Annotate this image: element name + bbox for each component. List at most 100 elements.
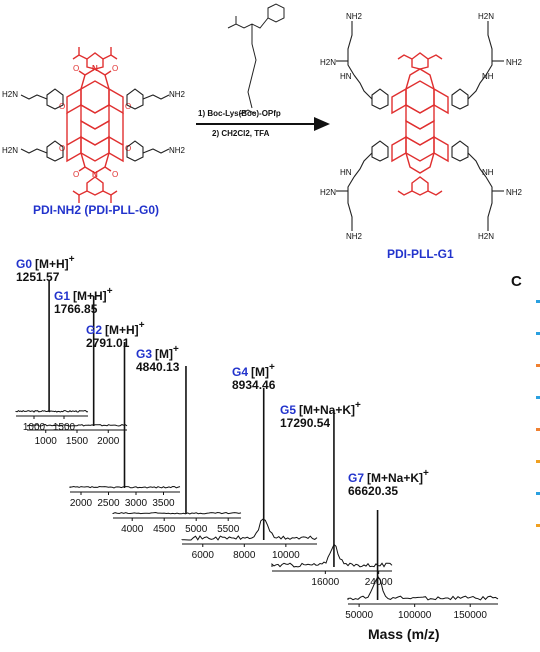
ion-charge: + <box>423 468 429 479</box>
tick-label: 50000 <box>345 610 373 621</box>
panel-c-marker <box>536 524 540 527</box>
svg-text:HN: HN <box>340 72 352 81</box>
tick-label: 5000 <box>185 524 208 535</box>
svg-text:H2N: H2N <box>478 232 494 241</box>
panel-c-markers <box>536 300 540 527</box>
product-molecule: HN NH HN NH H2N NH2 H2N NH2 NH2 H2N NH2 … <box>320 12 523 241</box>
tick-label: 2500 <box>97 498 120 509</box>
solvent-label: 2) CH2Cl2, TFA <box>212 129 270 138</box>
ion-type: [M] <box>155 347 173 361</box>
svg-text:H2N: H2N <box>2 146 18 155</box>
ion-charge: + <box>139 320 145 331</box>
reagent-structure <box>227 3 285 115</box>
ion-type: [M+Na+K] <box>367 471 423 485</box>
svg-text:NH: NH <box>482 168 494 177</box>
product-name: PDI-PLL-G1 <box>387 247 454 260</box>
tick-label: 1500 <box>66 436 89 447</box>
generation-name: G2 <box>86 323 102 337</box>
svg-text:NH2: NH2 <box>346 232 363 241</box>
peak-label: G0[M+H]+ <box>16 254 75 271</box>
ion-type: [M+Na+K] <box>299 403 355 417</box>
svg-text:O: O <box>59 102 65 111</box>
spectrum-baseline <box>15 409 89 413</box>
ion-charge: + <box>69 254 75 265</box>
generation-name: G3 <box>136 347 152 361</box>
pdi-core <box>66 47 124 203</box>
panel-c-marker <box>536 460 540 463</box>
product-terminal-groups: HN NH HN NH H2N NH2 H2N NH2 NH2 H2N NH2 … <box>320 12 523 241</box>
spectrum-baseline <box>26 423 128 427</box>
tick-label: 1000 <box>35 436 58 447</box>
tick-label: 5500 <box>217 524 240 535</box>
svg-text:NH: NH <box>482 72 494 81</box>
peak-mass: 8934.46 <box>232 378 276 392</box>
svg-text:N: N <box>92 170 98 179</box>
generation-name: G4 <box>232 365 248 379</box>
tick-label: 2000 <box>97 436 120 447</box>
tick-label: 3500 <box>152 498 175 509</box>
peak-label: G1[M+H]+ <box>54 286 113 303</box>
svg-text:O: O <box>112 170 118 179</box>
generation-name: G5 <box>280 403 296 417</box>
peak-label: G5[M+Na+K]+ <box>280 400 361 417</box>
panel-c-marker <box>536 428 540 431</box>
phenoxy-arms <box>20 88 170 162</box>
peak-mass: 2791.01 <box>86 336 130 350</box>
reaction-scheme: N N O O O O O O O O H2N NH2 H2N NH2 <box>2 3 523 260</box>
x-axis-label: Mass (m/z) <box>368 626 440 642</box>
tick-label: 4500 <box>153 524 176 535</box>
peak-mass: 66620.35 <box>348 484 398 498</box>
svg-text:H2N: H2N <box>320 188 336 197</box>
ion-charge: + <box>107 286 113 297</box>
tick-label: 4000 <box>121 524 144 535</box>
panel-c-label: C <box>511 273 522 290</box>
generation-name: G1 <box>54 289 70 303</box>
tick-label: 2000 <box>70 498 93 509</box>
svg-text:O: O <box>73 170 79 179</box>
svg-text:HN: HN <box>340 168 352 177</box>
tick-label: 150000 <box>454 610 488 621</box>
pdi-heteroatoms: N N O O O O O O O O <box>59 64 131 179</box>
svg-text:N: N <box>92 64 98 73</box>
reagent-label: 1) Boc-Lys(Boc)-OPfp <box>198 109 281 118</box>
panel-c-marker <box>536 332 540 335</box>
svg-text:H2N: H2N <box>478 12 494 21</box>
reactant-terminal-groups: H2N NH2 H2N NH2 <box>2 90 186 155</box>
tick-label: 8000 <box>233 550 256 561</box>
tick-label: 6000 <box>192 550 215 561</box>
spectrum-baseline <box>347 575 499 601</box>
svg-text:NH2: NH2 <box>169 90 186 99</box>
spectrum-g5: 16000 24000 G5[M+Na+K]+17290.54 <box>271 400 393 588</box>
svg-text:NH2: NH2 <box>506 58 523 67</box>
svg-text:NH2: NH2 <box>506 188 523 197</box>
panel-c-marker <box>536 364 540 367</box>
svg-text:H2N: H2N <box>320 58 336 67</box>
peak-label: G2[M+H]+ <box>86 320 145 337</box>
svg-text:H2N: H2N <box>2 90 18 99</box>
tick-label: 10000 <box>272 550 300 561</box>
svg-text:O: O <box>73 64 79 73</box>
svg-text:O: O <box>125 144 131 153</box>
reactant-molecule: N N O O O O O O O O H2N NH2 H2N NH2 <box>2 47 186 203</box>
svg-text:O: O <box>125 102 131 111</box>
peak-mass: 1251.57 <box>16 270 60 284</box>
ion-charge: + <box>355 400 361 411</box>
spectrum-baseline <box>181 518 318 541</box>
peak-mass: 17290.54 <box>280 416 330 430</box>
generation-name: G7 <box>348 471 364 485</box>
tick-label: 16000 <box>311 577 339 588</box>
tick-label: 1500 <box>53 422 76 433</box>
generation-name: G0 <box>16 257 32 271</box>
tick-label: 24000 <box>365 577 393 588</box>
spectrum-baseline <box>271 543 393 568</box>
panel-c-marker <box>536 300 540 303</box>
ion-charge: + <box>269 362 275 373</box>
peak-mass: 4840.13 <box>136 360 180 374</box>
tick-label: 100000 <box>398 610 432 621</box>
